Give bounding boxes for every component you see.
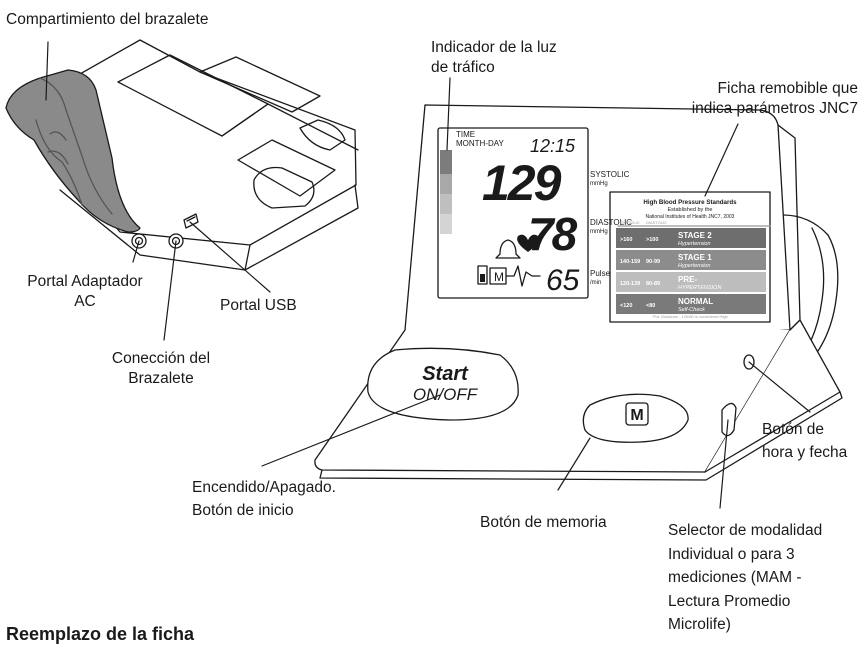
leader-cuff-connection [163, 240, 177, 341]
rear-device [5, 39, 359, 271]
card-footnote: *For Guidance - 120/80 is considered Hig… [652, 314, 728, 319]
lcd-pulse-label: Pulse [590, 269, 611, 278]
label-ac-adapter-port: Portal Adaptador AC [2, 272, 168, 312]
label-mode-selector: Selector de modalidad Individual o para … [668, 519, 822, 637]
alarm-icon [495, 239, 521, 259]
card-row-description: HYPERTENSION [678, 285, 721, 291]
card-row-description: Self-Check [678, 307, 705, 313]
card-row-diastolic: 90-99 [646, 259, 660, 265]
label-traffic-light-line-2: de tráfico [431, 59, 495, 76]
memory-button[interactable] [582, 393, 689, 443]
card-row [616, 250, 766, 270]
leader-time-date-button [748, 361, 811, 413]
card-header-diastolic: DIASTOLIC [646, 220, 667, 225]
cuff-wrap [5, 69, 141, 233]
heart-icon [517, 234, 539, 252]
label-power-button: Encendido/Apagado. Botón de inicio [192, 476, 336, 522]
section-heading: Reemplazo de la ficha [6, 624, 195, 644]
lcd-memory-letter: M [494, 270, 504, 284]
label-power-button-line-1: Encendido/Apagado. [192, 479, 336, 496]
card-subtitle-1: Established by the [668, 207, 713, 213]
card-row-description: Hypertension [678, 263, 710, 269]
card-row-stage: STAGE 1 [678, 253, 712, 262]
label-removable-card-line-2: indica parámetros JNC7 [691, 100, 858, 117]
card-subtitle-2: National Institutes of Health JNC7, 2003 [646, 214, 735, 220]
label-cuff-connection-line-1: Conección del [111, 350, 211, 367]
lcd-month-day-label: MONTH-DAY [456, 139, 505, 148]
memory-button-label: M [630, 407, 643, 424]
card-row-diastolic: 80-89 [646, 281, 660, 287]
pulse-wave-icon [505, 265, 541, 287]
label-memory-button: Botón de memoria [480, 514, 607, 531]
label-traffic-light: Indicador de la luz de tráfico [431, 38, 557, 78]
leader-mode-selector [719, 419, 729, 509]
label-cuff-connection: Conección del Brazalete [96, 349, 226, 389]
label-cuff-compartment: Compartimiento del brazalete [6, 11, 209, 28]
lcd-systolic-value: 129 [482, 155, 562, 211]
label-ac-adapter-port-line-2: AC [74, 293, 96, 310]
memory-display-icon [489, 267, 507, 285]
leader-usb-port [189, 221, 271, 293]
label-mode-selector-line-2: Individual o para 3 [668, 545, 795, 563]
card-row [616, 294, 766, 314]
lcd-diastolic-unit: mmHg [590, 229, 608, 235]
card-row-systolic: 120-139 [620, 281, 640, 287]
label-time-date-button-line-2: hora y fecha [762, 444, 848, 461]
leader-memory-button [557, 437, 591, 491]
lcd-diastolic-label: DIASTOLIC [590, 218, 632, 227]
start-label: Start [422, 363, 469, 385]
card-row-diastolic: <80 [646, 303, 655, 309]
label-mode-selector-line-3: mediciones (MAM - [668, 569, 802, 586]
label-time-date-button-line-1: Botón de [762, 421, 825, 438]
leader-ac-port [132, 240, 140, 263]
card-title: High Blood Pressure Standards [643, 199, 737, 206]
card-row [616, 228, 766, 248]
card-row [616, 272, 766, 292]
leader-cuff-compartment [45, 41, 49, 101]
label-mode-selector-line-5: Microlife) [668, 616, 731, 633]
memory-button-icon [625, 402, 649, 426]
label-ac-adapter-port-line-1: Portal Adaptador [27, 273, 143, 290]
card-row-description: Hypertension [678, 241, 710, 247]
lcd-systolic-label: SYSTOLIC [590, 170, 630, 179]
lcd-pulse-value: 65 [546, 264, 580, 297]
label-mode-selector-line-4: Lectura Promedio [668, 592, 791, 610]
label-time-date-button: Botón de hora y fecha [762, 418, 847, 464]
label-usb-port: Portal USB [220, 297, 297, 314]
card-row-systolic: 140-159 [620, 259, 640, 265]
card-row-systolic: >160 [620, 237, 632, 243]
label-removable-card-line-1: Ficha remobible que [717, 80, 858, 97]
card-row-diastolic: >100 [646, 237, 658, 243]
label-mode-selector-line-1: Selector de modalidad [668, 522, 823, 539]
lcd-clock: 12:15 [530, 136, 576, 156]
label-removable-card: Ficha remobible que indica parámetros JN… [692, 79, 858, 119]
on-off-label: ON/OFF [413, 385, 479, 404]
card-row-stage: PRE- [678, 275, 697, 284]
start-button[interactable] [367, 347, 519, 421]
label-cuff-connection-line-2: Brazalete [128, 370, 194, 387]
leader-traffic-light [446, 77, 451, 151]
lcd-time-label: TIME [456, 130, 475, 139]
card-row-stage: STAGE 2 [678, 231, 712, 240]
lcd-pulse-unit: /min [590, 280, 601, 286]
leader-power-button [261, 394, 441, 467]
lcd-diastolic-value: 78 [528, 208, 578, 260]
leader-removable-card [704, 123, 739, 197]
card-row-systolic: <120 [620, 303, 632, 309]
card-header-systolic: SYSTOLIC [620, 220, 640, 225]
lcd-systolic-unit: mmHg [590, 181, 608, 187]
label-power-button-line-2: Botón de inicio [192, 502, 294, 519]
label-traffic-light-line-1: Indicador de la luz [431, 39, 557, 56]
traffic-light-indicator [440, 150, 452, 234]
usb-port [183, 213, 199, 229]
card-row-stage: NORMAL [678, 297, 713, 306]
